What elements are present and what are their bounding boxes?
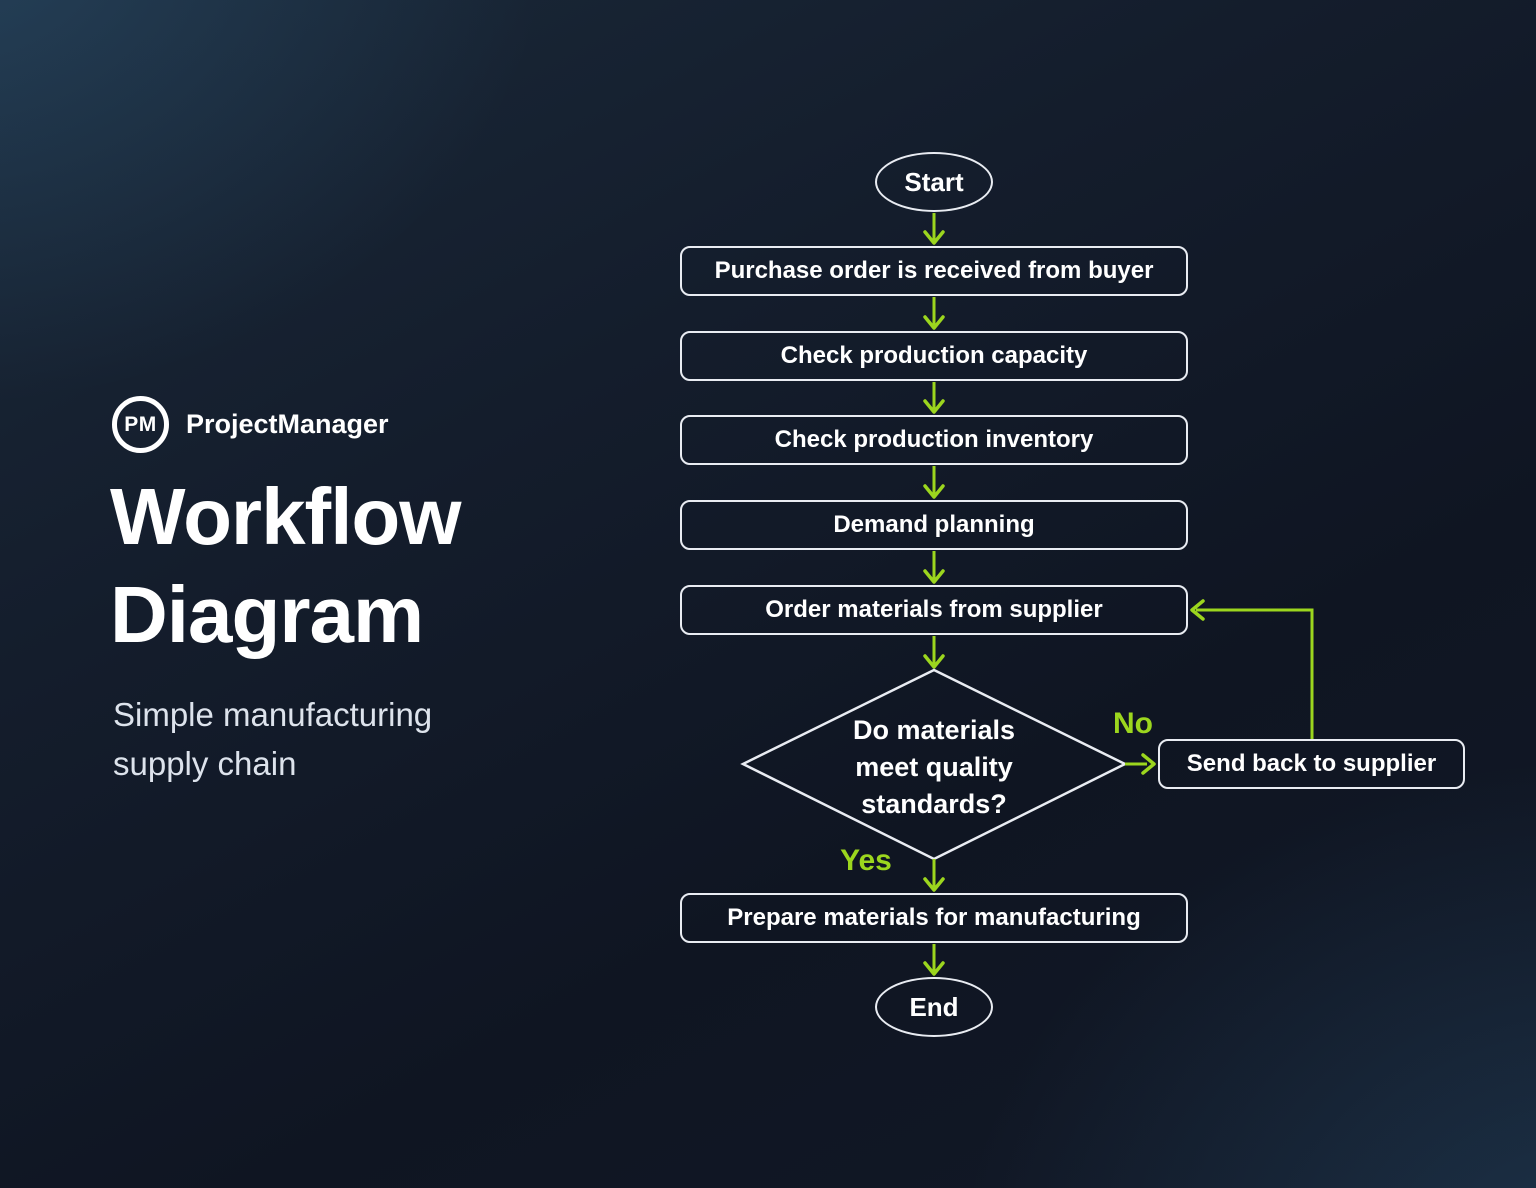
page-title-line2: Diagram: [110, 570, 424, 659]
branch-label-yes: Yes: [840, 844, 892, 877]
arrowhead-icon: [1141, 753, 1156, 775]
step-check-capacity: Check production capacity: [680, 331, 1188, 381]
end-node: End: [875, 977, 993, 1037]
step-order-materials: Order materials from supplier: [680, 585, 1188, 635]
pm-logo-icon: PM: [112, 396, 169, 453]
step-purchase-order: Purchase order is received from buyer: [680, 246, 1188, 296]
decision-question: Do materials meet quality standards?: [784, 712, 1084, 823]
step-prepare-materials: Prepare materials for manufacturing: [680, 893, 1188, 943]
brand-name: ProjectManager: [186, 409, 389, 439]
arrowhead-icon: [1190, 599, 1205, 621]
arrow-feedback-loop: [1196, 608, 1314, 739]
start-node: Start: [875, 152, 993, 212]
step-check-inventory: Check production inventory: [680, 415, 1188, 465]
page-subtitle-line1: Simple manufacturing: [113, 696, 433, 733]
page-title-line1: Workflow: [110, 472, 462, 561]
decision-question-line2: meet quality: [855, 752, 1013, 782]
brand-header: PM ProjectManager: [112, 396, 389, 453]
arrowhead-icon: [923, 230, 945, 245]
decision-question-line3: standards?: [861, 789, 1007, 819]
arrowhead-icon: [923, 877, 945, 892]
arrowhead-icon: [923, 315, 945, 330]
decision-question-line1: Do materials: [852, 715, 1016, 745]
pm-logo-monogram: PM: [124, 412, 157, 436]
branch-label-no: No: [1113, 707, 1153, 740]
page-subtitle: Simple manufacturing supply chain: [113, 690, 432, 788]
arrowhead-icon: [923, 484, 945, 499]
page-title: Workflow Diagram: [110, 468, 462, 664]
arrowhead-icon: [923, 961, 945, 976]
page-subtitle-line2: supply chain: [113, 745, 297, 782]
arrowhead-icon: [923, 569, 945, 584]
step-demand-planning: Demand planning: [680, 500, 1188, 550]
arrowhead-icon: [923, 399, 945, 414]
step-send-back-supplier: Send back to supplier: [1158, 739, 1465, 789]
arrowhead-icon: [923, 654, 945, 669]
